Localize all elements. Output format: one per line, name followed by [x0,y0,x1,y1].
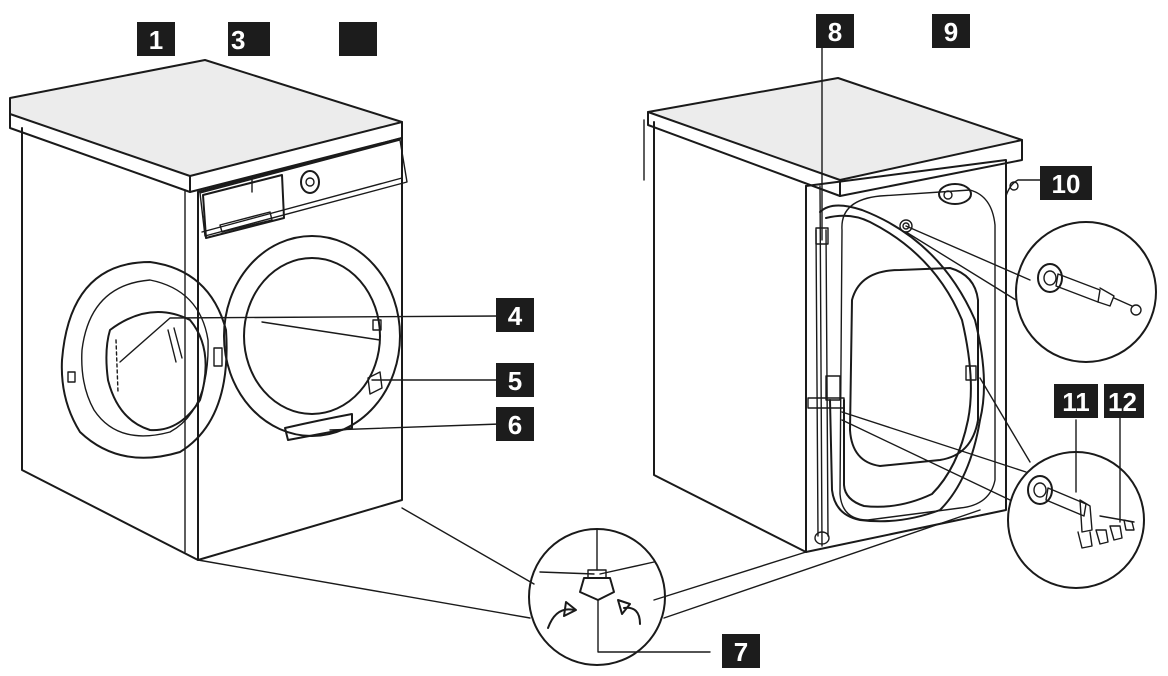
callout-4: 4 [496,298,534,332]
control-panel [199,139,408,237]
callout-7-text: 7 [734,637,748,667]
detergent-drawer [202,174,285,239]
callout-1: 1 [137,22,175,56]
back-panel [805,159,1007,553]
callout-4-text: 4 [508,301,523,331]
rear-side-panel [653,121,807,553]
callout-8-text: 8 [828,17,842,47]
callout-12-text: 12 [1108,387,1137,417]
callout-10-text: 10 [1052,169,1081,199]
callout-11-text: 11 [1062,387,1090,417]
front-machine [9,59,501,561]
callout-6-text: 6 [508,410,522,440]
callout-2 [339,22,377,56]
rear-machine [643,77,1041,553]
zoom-circle-transit-bolt [1015,221,1157,363]
callout-6: 6 [496,407,534,441]
callout-11: 11 [1054,384,1098,418]
power-cable [1005,179,1041,197]
callout-5-text: 5 [508,366,522,396]
open-door [60,261,228,459]
callout-9-text: 9 [944,17,958,47]
callout-3: 3 [228,22,270,56]
program-knob [300,170,320,194]
inlet-valve [938,183,972,205]
callout-12: 12 [1104,384,1144,418]
callout-3-text: 3 [231,25,245,55]
callout-9: 9 [932,14,970,48]
door-bezel [223,235,401,437]
front-side-panel [21,127,199,561]
callout-1-text: 1 [149,25,163,55]
drain-hose [819,204,985,523]
back-cover [839,189,996,521]
adjustable-foot [579,577,615,601]
front-panel [197,137,403,561]
filter-flap [284,413,353,441]
callout-5: 5 [496,363,534,397]
callout-8: 8 [816,14,854,48]
front-worktop [9,59,403,177]
foot-zoom [197,507,981,666]
callout-7: 7 [722,634,760,668]
callout-10: 10 [1040,166,1092,200]
